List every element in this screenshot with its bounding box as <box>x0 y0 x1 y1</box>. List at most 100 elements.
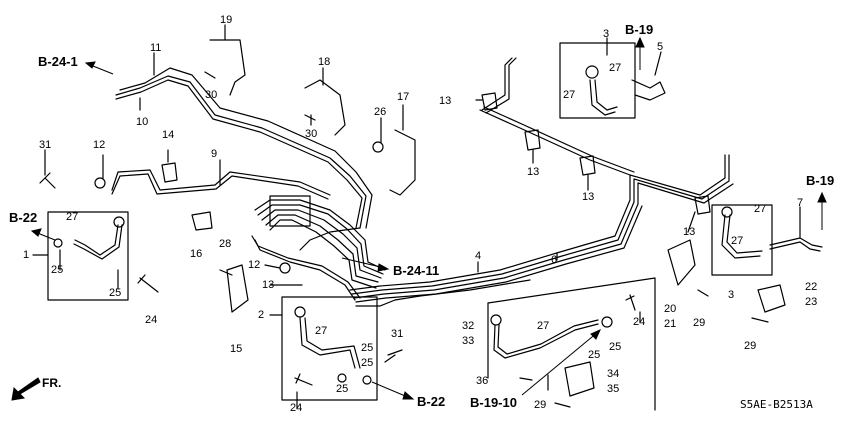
part-number: 25 <box>609 341 622 353</box>
reference-label: B-22 <box>9 210 38 225</box>
part-number: 15 <box>230 343 243 355</box>
arrow-b-22-bottom <box>402 391 415 400</box>
front-label: FR. <box>42 376 62 390</box>
part-number: 29 <box>534 399 547 411</box>
grommet-12b <box>279 262 291 274</box>
reference-label: B-24-11 <box>393 263 440 278</box>
reference-label: B-19 <box>625 22 654 37</box>
bracket-18 <box>304 79 346 136</box>
bracket-22 <box>757 284 786 313</box>
part-number: 12 <box>93 139 106 151</box>
part-number: 4 <box>475 250 482 262</box>
callout-box-3-right <box>711 204 773 276</box>
grommet-12a <box>94 177 106 189</box>
bolt-24b <box>294 373 313 386</box>
bracket-34 <box>564 361 595 397</box>
part-number: 29 <box>744 340 757 352</box>
part-number: 6 <box>551 254 558 266</box>
bracket-17 <box>389 129 416 196</box>
part-number: 31 <box>39 139 52 151</box>
clip-13c <box>579 155 596 176</box>
clip-13a <box>481 92 498 111</box>
part-number: 28 <box>219 238 232 250</box>
part-number: 27 <box>66 211 79 223</box>
bolt-30a <box>204 71 216 79</box>
block-15 <box>226 264 249 313</box>
part-number: 34 <box>607 368 620 380</box>
part-number: 3 <box>728 289 735 301</box>
bolt-29b <box>697 289 709 297</box>
part-number: 14 <box>162 129 175 141</box>
part-number: 30 <box>205 89 218 101</box>
part-number: 17 <box>397 91 410 103</box>
part-number: 29 <box>693 317 706 329</box>
arrow-b-22-left <box>30 228 42 237</box>
part-number: 27 <box>537 320 550 332</box>
brake-pipe-8-9 <box>115 67 373 229</box>
bolt-24c <box>625 294 636 311</box>
part-number: 3 <box>603 28 610 40</box>
part-number: 35 <box>607 383 620 395</box>
part-number: 25 <box>361 357 374 369</box>
clip-16 <box>191 211 213 231</box>
part-number: 5 <box>657 41 664 53</box>
part-number: 19 <box>220 14 233 26</box>
brake-pipe-4-6 <box>349 57 734 307</box>
bolt-29c <box>751 317 769 323</box>
part-number: 31 <box>391 328 404 340</box>
brake-hose-3-right <box>721 206 763 259</box>
part-number: 25 <box>361 342 374 354</box>
bolt-29a <box>554 402 571 408</box>
callout-box-3-top <box>559 42 636 119</box>
part-number: 1 <box>23 249 30 261</box>
reference-label: B-19-10 <box>470 395 517 410</box>
part-number: 13 <box>262 279 275 291</box>
arrow-b-24-11 <box>377 263 390 272</box>
bolt-31a <box>39 172 56 189</box>
part-number: 25 <box>51 264 64 276</box>
part-number: 27 <box>315 325 328 337</box>
arrow-b-19-10 <box>590 329 601 340</box>
brake-hose-1 <box>53 216 125 260</box>
bolt-24a <box>137 274 159 293</box>
front-arrow-icon <box>11 377 41 401</box>
part-number: 12 <box>248 259 261 271</box>
part-number: 33 <box>462 335 475 347</box>
bolt-36 <box>519 377 533 381</box>
part-number: 24 <box>290 402 303 414</box>
part-number: 11 <box>150 42 162 54</box>
arrow-b-19-right <box>817 191 827 203</box>
part-number: 22 <box>805 281 818 293</box>
pipe-7 <box>769 237 823 252</box>
brake-pipe-10 <box>111 169 331 200</box>
part-number: 13 <box>439 95 452 107</box>
pipe-5 <box>631 79 666 101</box>
part-number: 32 <box>462 320 475 332</box>
bolt-31b <box>387 349 403 356</box>
arrow-b-19-top <box>635 36 645 48</box>
bolt-30b <box>304 114 316 121</box>
grommet-26 <box>372 141 384 153</box>
reference-label: B-19 <box>806 173 835 188</box>
clip-13d <box>694 195 711 215</box>
brake-hose-3-top <box>585 65 618 116</box>
part-number: 18 <box>318 56 331 68</box>
part-number: 25 <box>588 349 601 361</box>
part-number: 10 <box>136 116 149 128</box>
junction-block-pipes <box>251 195 386 301</box>
part-number: 25 <box>336 383 349 395</box>
callout-box-1 <box>47 211 129 301</box>
diagram-code: S5AE-B2513A <box>740 398 813 411</box>
arrow-b-24-1 <box>84 61 96 69</box>
part-number: 7 <box>797 197 804 209</box>
callout-box-2 <box>281 296 378 401</box>
bracket-20 <box>667 239 696 286</box>
clip-14 <box>161 162 178 183</box>
part-number: 20 <box>664 303 677 315</box>
bolt-28 <box>219 269 233 276</box>
reference-label: B-24-1 <box>38 54 78 69</box>
part-number: 13 <box>582 191 595 203</box>
part-number: 36 <box>476 375 489 387</box>
